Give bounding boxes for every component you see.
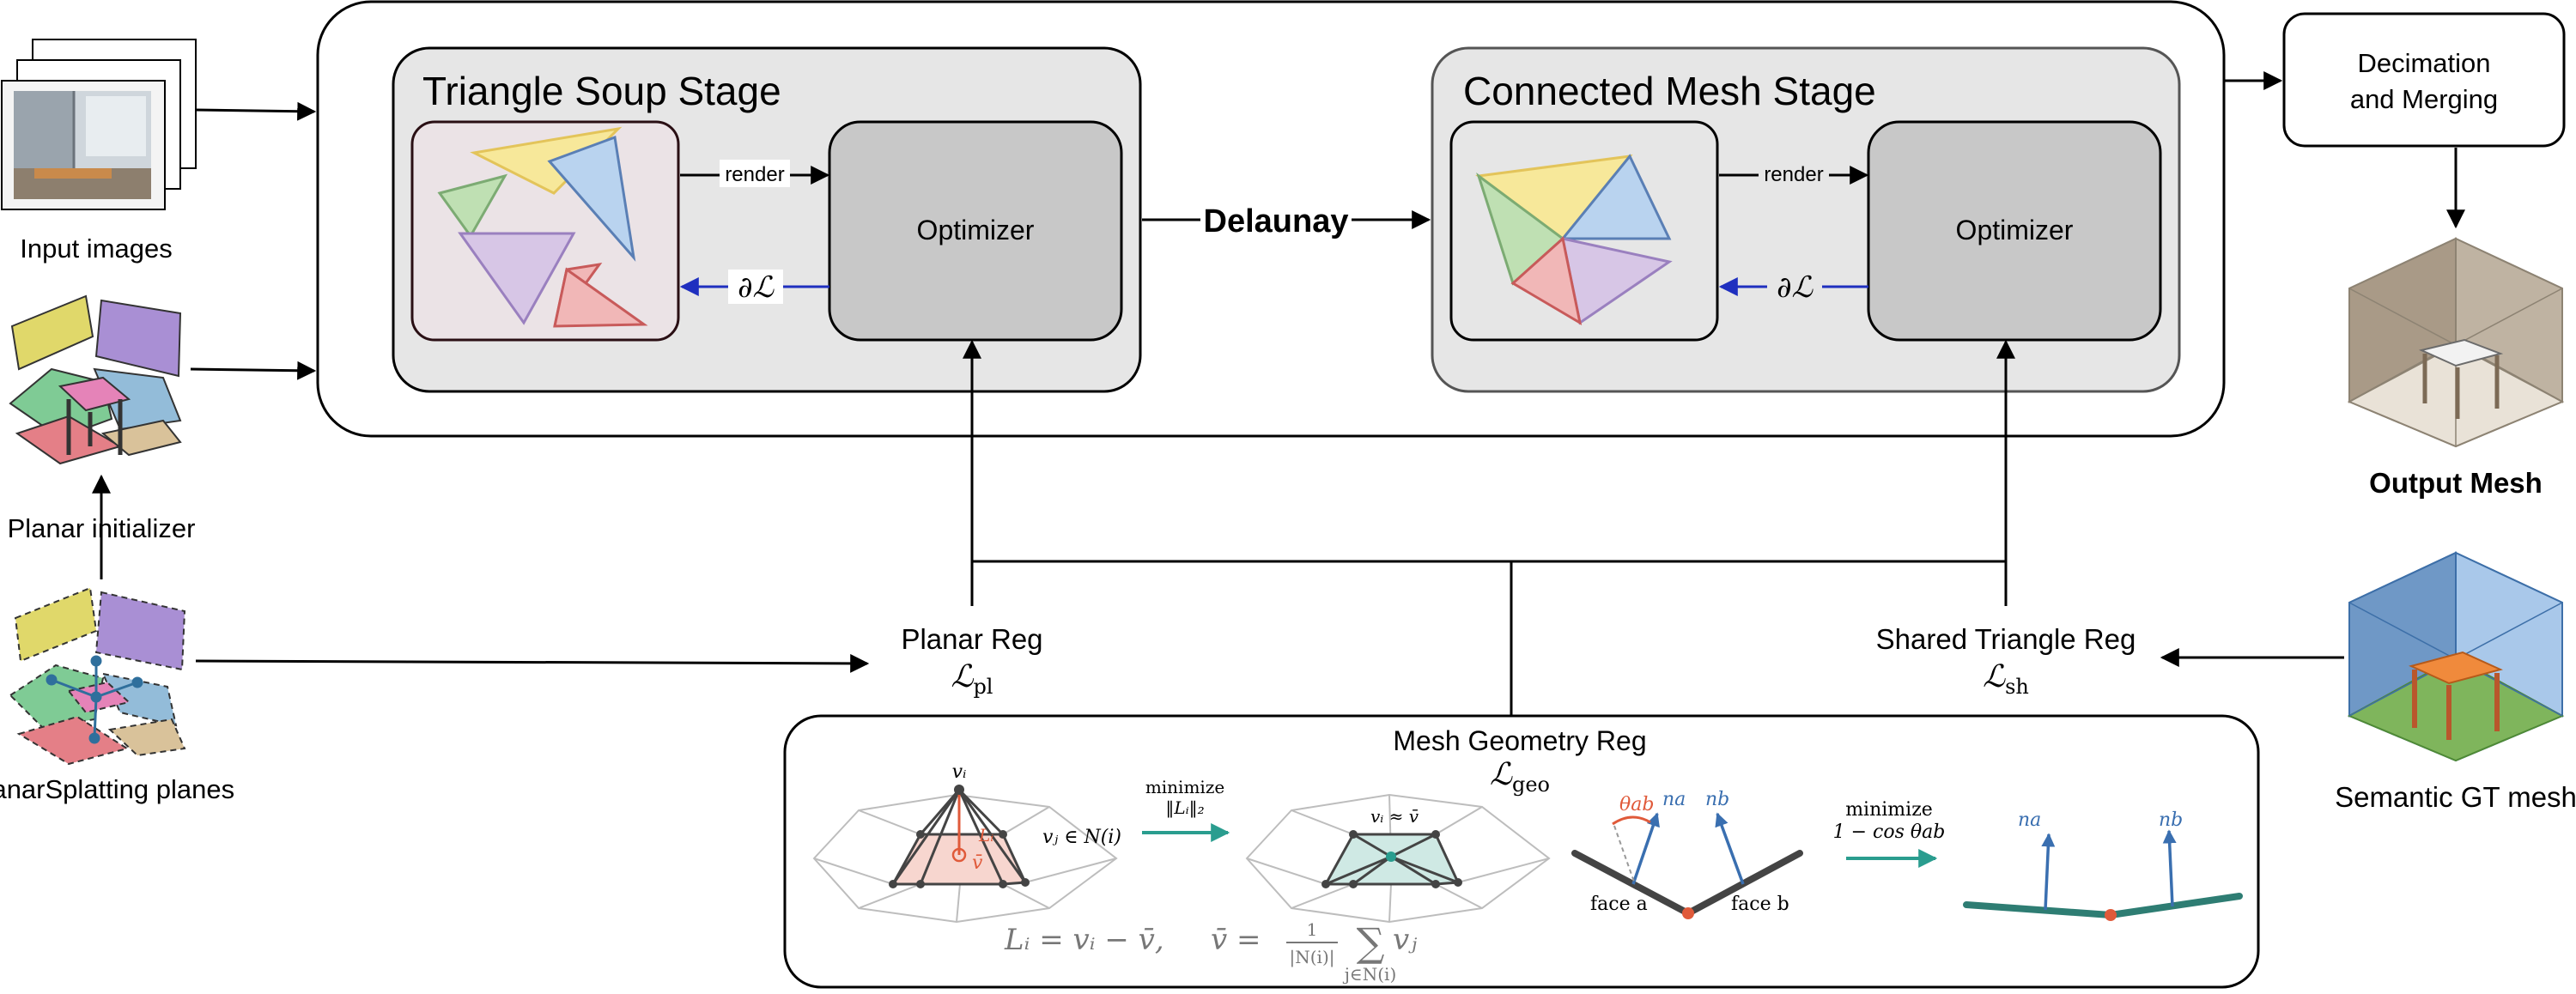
formula-li: Lᵢ = vᵢ − v̄, [1004,923,1164,957]
optimizer-label-2: Optimizer [1956,215,2074,245]
planar-reg-label: Planar Reg [901,623,1042,655]
triangle-soup-stage-title: Triangle Soup Stage [422,69,781,113]
dihedral-normals-before [1571,812,1803,919]
formula-sum-sub: j∈N(i) [1343,964,1397,985]
nb-label: nb [1705,789,1729,810]
images-to-pipeline-arrow [195,101,317,121]
decimation-box [2282,12,2566,148]
vj-neighborhood-label: vⱼ ∈ N(i) [1042,827,1121,848]
face-a-label: face a [1590,894,1648,915]
formula-frac-num: 1 [1307,919,1318,940]
li-label: Lᵢ [978,825,993,846]
nb2-label: nb [2159,809,2183,831]
render-label-2: render [1764,163,1823,186]
semantic-gt-mesh-label: Semantic GT mesh [2335,781,2576,813]
decimation-label-line1: Decimation [2357,48,2490,78]
geo-reg-symbol: ℒgeo [1490,757,1550,797]
theta-ab-label: θab [1619,794,1654,815]
triangle-soup-figure [437,126,648,328]
mesh-geometry-reg-panel [783,714,2260,989]
grad-label-2: ∂ℒ [1777,270,1814,305]
laplacian-fan-before [812,785,1118,924]
delaunay-label: Delaunay [1204,203,1349,239]
render-label-1: render [725,163,784,186]
connected-mesh-figure [1475,154,1673,326]
planes-to-pipeline-arrow [190,361,317,380]
formula-vbar: v̄ = [1211,923,1261,957]
face-b-label: face b [1731,894,1789,915]
minimize1-label: minimize [1145,777,1224,797]
grad-label-bg-2 [1767,270,1822,304]
input-images-label: Input images [20,233,173,264]
delaunay-label-bg [1200,196,1352,239]
vi-label: vᵢ [952,761,967,783]
render-label-bg-1 [720,160,790,187]
dihedral-normals-after [1963,829,2243,921]
grad-label-bg-1 [728,270,783,304]
formula-frac-den: |N(i)| [1290,947,1335,968]
minimize2-label: minimize [1845,799,1933,821]
decimation-label-line2: and Merging [2350,84,2498,114]
formula-sum: ∑ [1357,919,1385,966]
semantic-gt-mesh-figure [2347,551,2565,762]
na2-label: na [2018,809,2041,831]
laplacian-fan-after [1245,793,1551,924]
planarsplatting-graph [46,655,143,744]
output-mesh-label: Output Mesh [2369,467,2543,499]
planar-reg-symbol: ℒpl [951,659,993,699]
na-label: na [1662,789,1686,810]
output-mesh-figure [2347,237,2565,448]
input-images-stack [1,39,197,210]
planarsplatting-label: PlanarSplatting planes [0,774,234,804]
shared-reg-label: Shared Triangle Reg [1876,623,2136,655]
planarsplatting-planes-figure [9,586,186,766]
planarsplatting-to-planar-reg-arrow [195,653,870,673]
vbar-label: v̄ [972,852,983,874]
shared-reg-symbol: ℒsh [1983,659,2029,699]
minimize2-target: 1 − cos θab [1833,821,1946,843]
vi-approx-label: vᵢ ≈ v̄ [1370,806,1419,827]
geo-reg-label: Mesh Geometry Reg [1393,725,1646,756]
initialized-planes-figure [9,294,182,465]
formula-vj: vⱼ [1393,923,1417,957]
render-label-bg-2 [1759,160,1829,187]
minimize1-target: ‖Lᵢ‖₂ [1165,797,1204,819]
optimizer-label-1: Optimizer [917,215,1035,245]
connected-mesh-stage-title: Connected Mesh Stage [1463,69,1876,113]
grad-label-1: ∂ℒ [738,270,775,305]
